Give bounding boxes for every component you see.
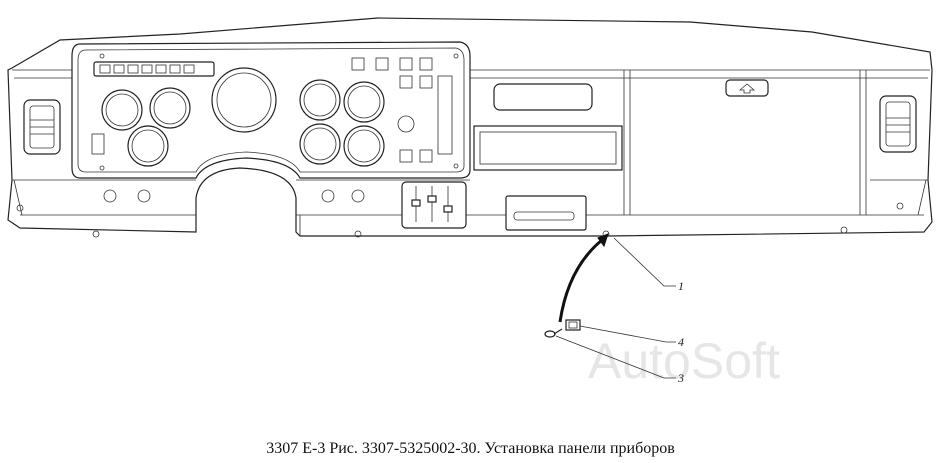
right-air-vent: [879, 95, 917, 153]
left-air-vent: [23, 99, 61, 155]
glove-box: [725, 79, 769, 97]
installation-arrow: [558, 233, 609, 323]
screw-part: [544, 328, 563, 338]
callout-1-label: 1: [678, 279, 684, 293]
callout-4-label: 4: [678, 335, 684, 349]
clip-part: [565, 319, 581, 331]
instrument-cluster: [71, 41, 471, 179]
centre-console: [473, 83, 623, 231]
callout-3-label: 3: [677, 371, 684, 385]
heater-controls: [401, 181, 467, 229]
leader-lines: [555, 237, 676, 379]
lower-left-controls: [103, 189, 365, 203]
figure-caption: 3307 Е-3 Рис. 3307-5325002-30. Установка…: [266, 440, 675, 457]
